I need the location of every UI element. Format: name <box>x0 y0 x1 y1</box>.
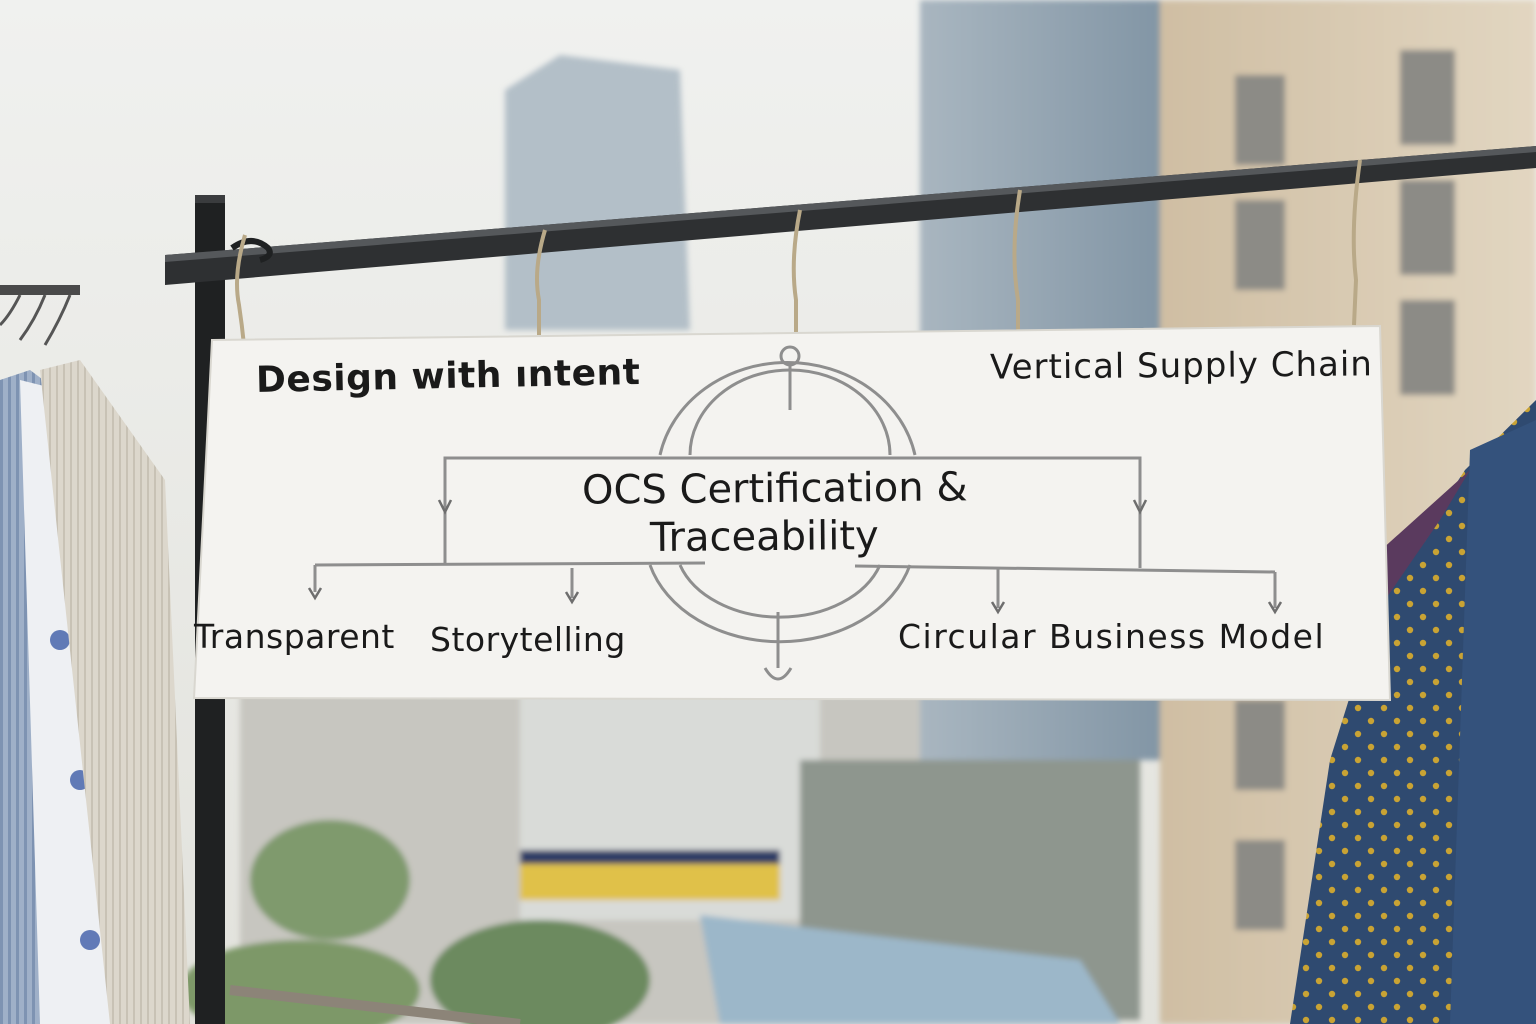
right-hanging-shirt <box>1290 400 1536 1024</box>
banner-text-transparent: Transparent <box>194 617 395 656</box>
rack-frame <box>165 146 1536 1024</box>
banner-title-line-1: OCS Certification & <box>581 464 968 514</box>
banner-text-vertical-supply-chain: Vertical Supply Chain <box>989 344 1374 388</box>
banner-text-design-with-intent: Design with ıntent <box>255 351 641 402</box>
banner-title-line-2: Traceability <box>649 513 879 561</box>
banner-text-circular-business-model: Circular Business Model <box>898 617 1326 656</box>
banner-text-storytelling: Storytelling <box>430 620 626 659</box>
diagram-lines <box>313 345 1277 681</box>
hanging-strings <box>235 159 1362 346</box>
diagram-arrowheads <box>307 499 1283 615</box>
banner-sign <box>192 324 1392 702</box>
balcony-railing <box>229 985 521 1024</box>
left-clothing-rack <box>0 285 190 1024</box>
